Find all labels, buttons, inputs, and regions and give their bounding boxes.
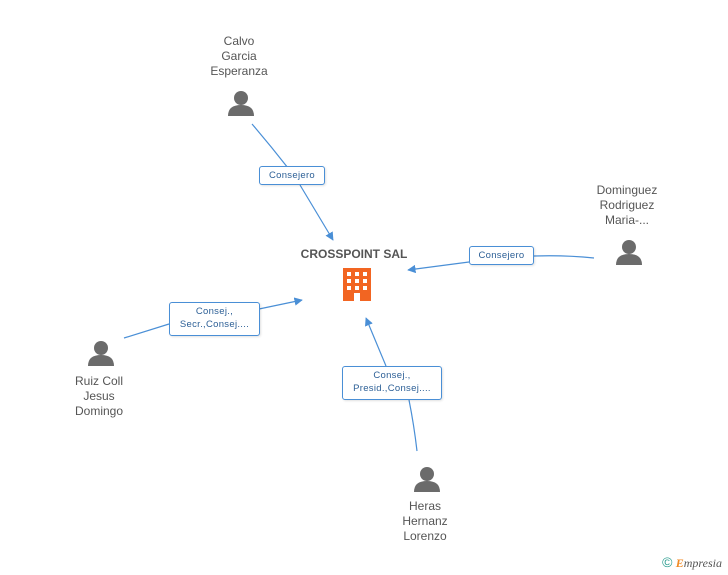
person-name-ruiz[interactable]: Ruiz Coll Jesus Domingo [74, 374, 124, 418]
role-label-ruiz: Consej., Secr.,Consej.... [169, 302, 260, 336]
role-label-heras: Consej., Presid.,Consej.... [342, 366, 442, 400]
person-name-heras[interactable]: Heras Hernanz Lorenzo [402, 499, 448, 543]
person-icon[interactable] [616, 240, 642, 265]
edge-dominguez [533, 255, 595, 259]
edge-ruiz [123, 323, 170, 339]
person-icon[interactable] [228, 91, 254, 116]
edge-heras-arrow [365, 317, 387, 367]
edge-dominguez-arrow [407, 261, 470, 274]
edge-calvo-arrow [299, 184, 334, 241]
footer-brand: © Empresia [662, 554, 722, 571]
person-name-calvo[interactable]: Calvo Garcia Esperanza [210, 34, 268, 78]
role-label-dominguez: Consejero [469, 246, 534, 265]
copyright-icon: © [662, 554, 673, 570]
person-name-dominguez[interactable]: Dominguez Rodriguez Maria-... [596, 183, 658, 227]
person-icon[interactable] [88, 341, 114, 366]
edge-heras [408, 399, 418, 452]
role-label-calvo: Consejero [259, 166, 325, 185]
edge-calvo [251, 123, 289, 169]
brand-logo[interactable]: Empresia [675, 556, 722, 570]
edge-ruiz-arrow [258, 297, 303, 310]
company-name[interactable]: CROSSPOINT SAL [300, 247, 408, 261]
building-icon[interactable] [343, 268, 371, 301]
person-icon[interactable] [414, 467, 440, 492]
